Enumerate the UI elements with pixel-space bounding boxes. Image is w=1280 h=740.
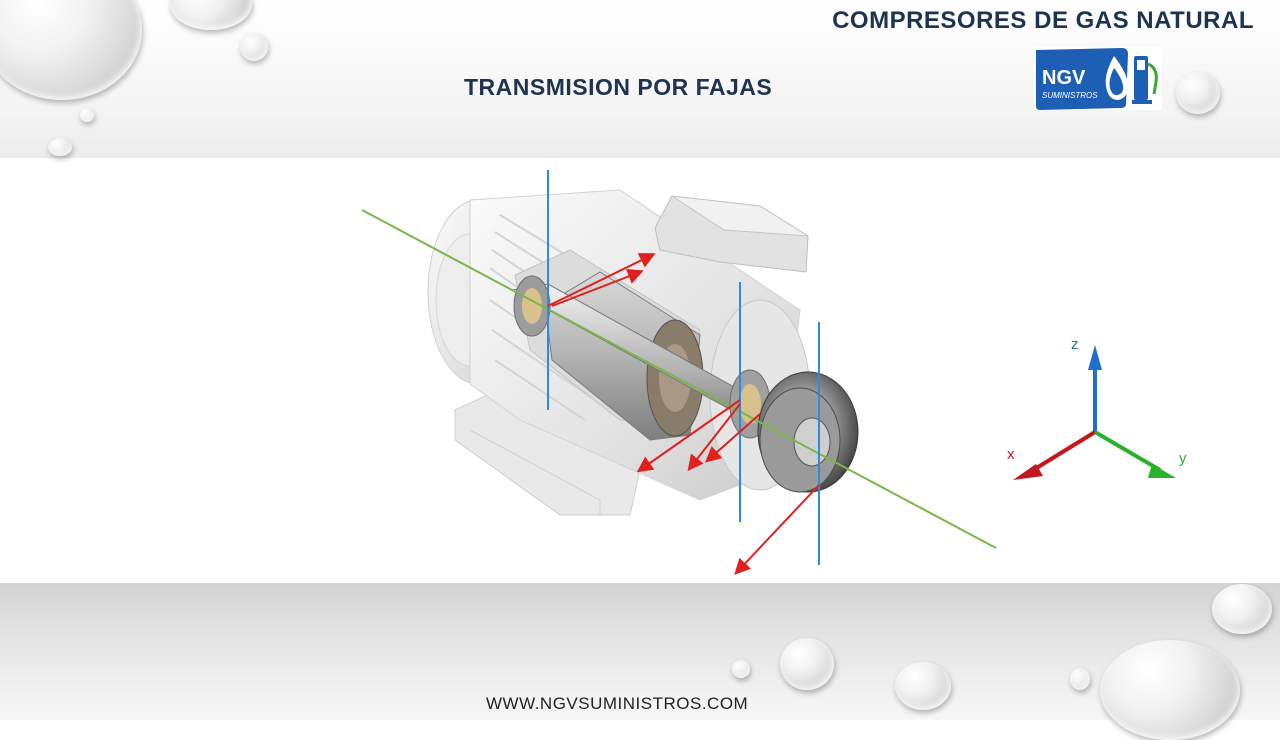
water-drop-decoration — [1212, 584, 1272, 634]
water-drop-decoration — [1176, 72, 1220, 114]
logo-text: NGV — [1042, 67, 1086, 89]
water-drop-decoration — [732, 660, 750, 678]
bottom-band — [0, 583, 1280, 720]
water-drop-decoration — [1070, 668, 1090, 690]
water-drop-decoration — [780, 638, 834, 690]
force-arrow — [636, 399, 741, 473]
y-axis-label: y — [1179, 450, 1187, 467]
coordinate-axes — [1013, 345, 1176, 480]
ngv-logo: NGV SUMINISTROS — [1034, 46, 1162, 110]
shaft-axis-line — [361, 209, 997, 549]
x-axis-arrowhead — [1013, 464, 1043, 480]
x-axis-label: x — [1007, 446, 1015, 463]
y-axis-arrowhead — [1148, 464, 1176, 478]
water-drop-decoration — [48, 138, 72, 156]
force-arrow — [547, 253, 656, 307]
z-axis-label: z — [1071, 336, 1079, 353]
footer-url: WWW.NGVSUMINISTROS.COM — [486, 694, 749, 713]
force-arrow — [734, 484, 820, 575]
slide-title: TRANSMISION POR FAJAS — [464, 74, 773, 100]
force-arrow — [705, 413, 761, 463]
motor-diagram — [361, 170, 1176, 575]
header-title: COMPRESORES DE GAS NATURAL — [832, 7, 1254, 34]
water-drop-decoration — [240, 33, 268, 61]
water-drop-decoration — [80, 108, 94, 122]
force-arrow — [551, 268, 644, 307]
force-arrow — [687, 403, 741, 472]
logo-subtext: SUMINISTROS — [1042, 91, 1098, 100]
z-axis-arrowhead — [1088, 345, 1102, 370]
electric-motor-cutaway-image — [427, 189, 859, 516]
water-drop-decoration — [895, 662, 951, 710]
